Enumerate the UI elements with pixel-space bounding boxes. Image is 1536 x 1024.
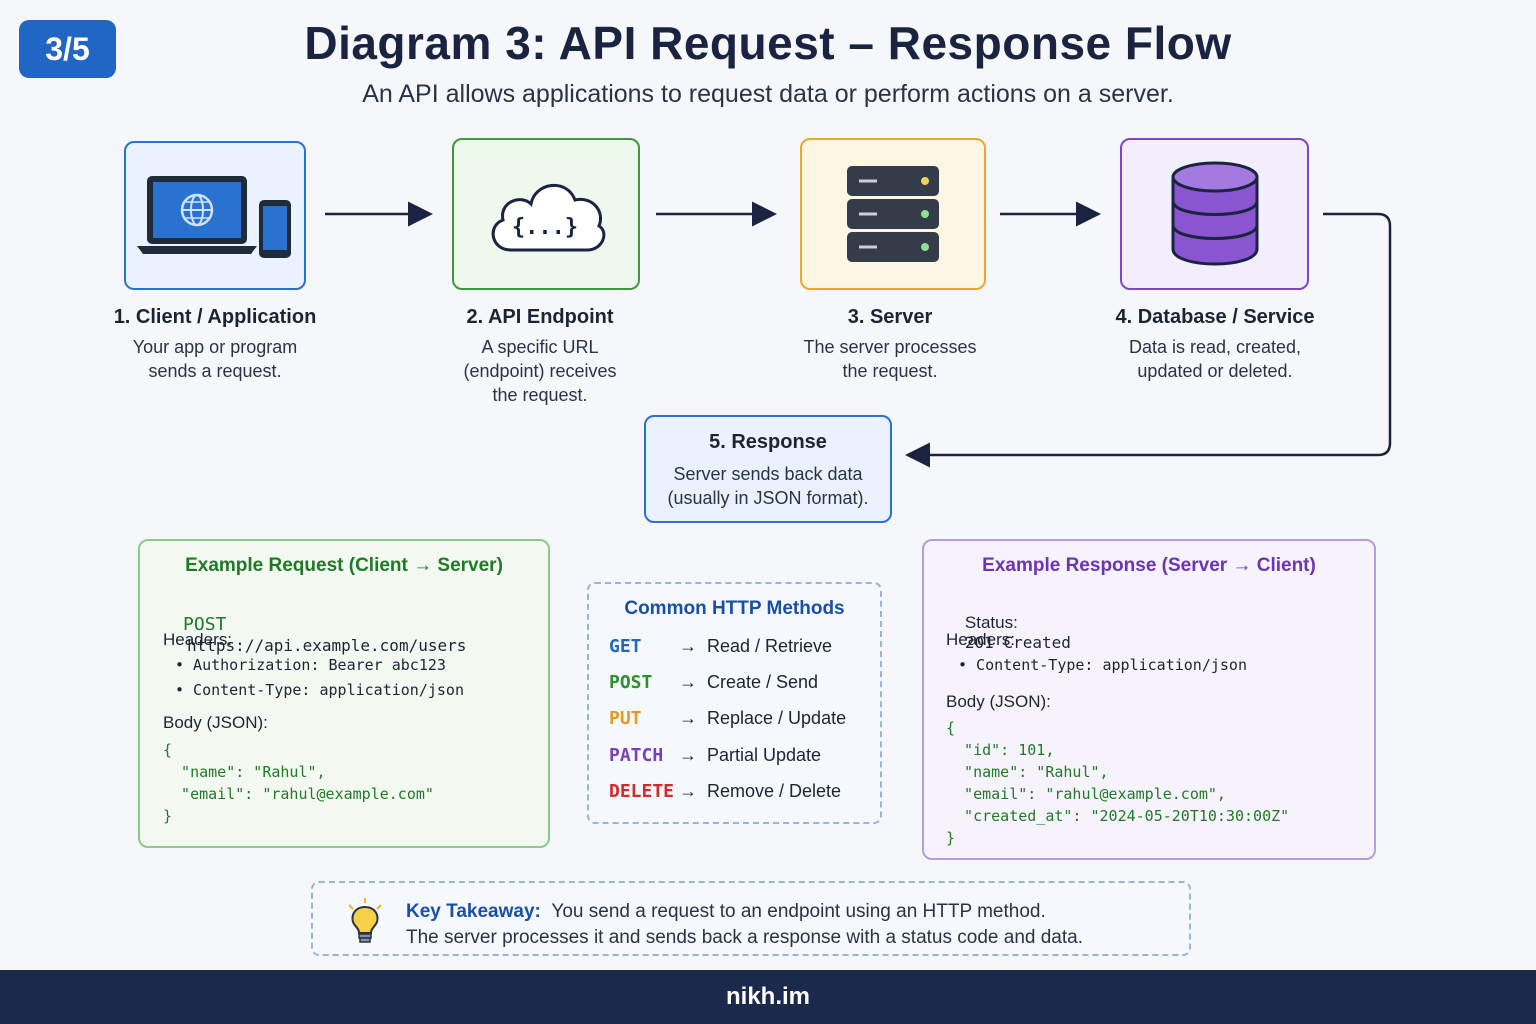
response-step-title: 5. Response	[709, 431, 827, 453]
method-row-delete: DELETE → Remove / Delete	[609, 781, 841, 802]
key-takeaway-line-2: The server processes it and sends back a…	[406, 927, 1083, 948]
request-body-line: }	[163, 807, 173, 825]
response-step-box: 5. Response Server sends back data (usua…	[644, 415, 892, 523]
api-icon-label: {...}	[512, 215, 578, 240]
method-desc: Replace / Update	[707, 708, 847, 728]
client-step-desc-2: sends a request.	[148, 361, 282, 381]
method-name: GET	[609, 636, 642, 657]
example-response-panel: Example Response (Server → Client) Statu…	[922, 539, 1376, 860]
server-step-box	[800, 138, 986, 290]
method-name: POST	[609, 672, 653, 693]
server-rack-icon	[847, 166, 939, 262]
key-takeaway-text: Key Takeaway: You send a request to an e…	[406, 899, 1083, 951]
method-desc: Create / Send	[707, 672, 819, 692]
request-header-content-type: • Content-Type: application/json	[175, 681, 464, 699]
method-name: PATCH	[609, 745, 664, 766]
page-title: Diagram 3: API Request – Response Flow	[304, 17, 1232, 69]
response-body-line: }	[946, 829, 956, 847]
request-url: https://api.example.com/users	[187, 636, 467, 655]
method-row-post: POST → Create / Send	[609, 672, 818, 693]
api-endpoint-step-box: {...}	[452, 138, 640, 290]
method-desc: Read / Retrieve	[707, 636, 833, 656]
server-step-desc-2: the request.	[842, 361, 938, 381]
response-status-value: 201 Created	[964, 633, 1071, 652]
client-step-text: 1. Client / Application Your app or prog…	[95, 306, 335, 383]
database-step-desc-1: Data is read, created,	[1128, 337, 1302, 357]
client-step-box	[124, 141, 306, 290]
request-body-line: {	[163, 741, 173, 759]
api-step-text: 2. API Endpoint A specific URL (endpoint…	[430, 306, 650, 407]
response-status: Status: 201 Created	[946, 593, 1071, 673]
method-arrow: →	[679, 781, 697, 801]
response-step-desc-2: (usually in JSON format).	[667, 488, 869, 508]
lightbulb-icon	[348, 898, 382, 943]
http-methods-panel: Common HTTP Methods GET → Read / Retriev…	[587, 582, 882, 824]
response-body-line: "created_at": "2024-05-20T10:30:00Z"	[946, 807, 1290, 825]
method-row-patch: PATCH → Partial Update	[609, 745, 821, 766]
footer-brand: nikh.im	[0, 970, 1536, 1024]
method-name: PUT	[609, 708, 642, 729]
method-row-get: GET → Read / Retrieve	[609, 636, 832, 657]
method-arrow: →	[679, 745, 697, 765]
request-body-line: "email": "rahul@example.com"	[163, 785, 434, 803]
method-arrow: →	[679, 708, 697, 728]
response-status-label: Status:	[964, 613, 1018, 632]
request-body-line: "name": "Rahul",	[163, 763, 326, 781]
api-step-title: 2. API Endpoint	[466, 306, 614, 328]
laptop-phone-icon	[137, 175, 291, 258]
key-takeaway-label: Key Takeaway:	[406, 901, 541, 922]
client-step-title: 1. Client / Application	[113, 306, 317, 328]
database-step-title: 4. Database / Service	[1115, 306, 1315, 328]
client-step-desc-1: Your app or program	[132, 337, 298, 357]
example-request-title: Example Request (Client → Server)	[185, 555, 503, 576]
response-headers-label: Headers:	[946, 630, 1015, 649]
response-body-label: Body (JSON):	[946, 692, 1051, 711]
response-body-line: {	[946, 719, 956, 737]
response-body-line: "name": "Rahul",	[946, 763, 1109, 781]
method-name: DELETE	[609, 781, 675, 802]
method-row-put: PUT → Replace / Update	[609, 708, 846, 729]
response-step-desc-1: Server sends back data	[673, 464, 863, 484]
slide-number-badge: 3/5	[19, 20, 116, 78]
arrow-database-to-response	[905, 212, 1392, 468]
key-takeaway-line-1: You send a request to an endpoint using …	[551, 901, 1046, 922]
key-takeaway-box: Key Takeaway: You send a request to an e…	[311, 881, 1191, 956]
method-desc: Partial Update	[707, 745, 822, 765]
method-arrow: →	[679, 636, 697, 656]
database-icon	[1171, 161, 1258, 266]
example-request-panel: Example Request (Client → Server) POST h…	[138, 539, 550, 848]
example-response-title: Example Response (Server → Client)	[982, 555, 1316, 576]
response-header-content-type: • Content-Type: application/json	[958, 656, 1247, 674]
cloud-api-icon: {...}	[491, 183, 606, 252]
database-step-box	[1120, 138, 1309, 290]
server-step-text: 3. Server The server processes the reque…	[780, 306, 1000, 383]
database-step-desc-2: updated or deleted.	[1137, 361, 1293, 381]
request-body-label: Body (JSON):	[163, 713, 268, 732]
api-step-desc-1: A specific URL	[481, 337, 599, 357]
api-step-desc-2: (endpoint) receives	[463, 361, 617, 381]
response-body-line: "email": "rahul@example.com",	[946, 785, 1226, 803]
http-methods-title: Common HTTP Methods	[624, 598, 845, 619]
request-header-auth: • Authorization: Bearer abc123	[175, 656, 446, 674]
method-arrow: →	[679, 672, 697, 692]
page-subtitle: An API allows applications to request da…	[362, 80, 1174, 108]
request-headers-label: Headers:	[163, 630, 232, 649]
method-desc: Remove / Delete	[707, 781, 842, 801]
server-step-title: 3. Server	[847, 306, 933, 328]
request-method: POST	[183, 614, 227, 635]
response-body-line: "id": 101,	[946, 741, 1055, 759]
database-step-text: 4. Database / Service Data is read, crea…	[1090, 306, 1340, 383]
server-step-desc-1: The server processes	[803, 337, 977, 357]
api-step-desc-3: the request.	[492, 385, 588, 405]
